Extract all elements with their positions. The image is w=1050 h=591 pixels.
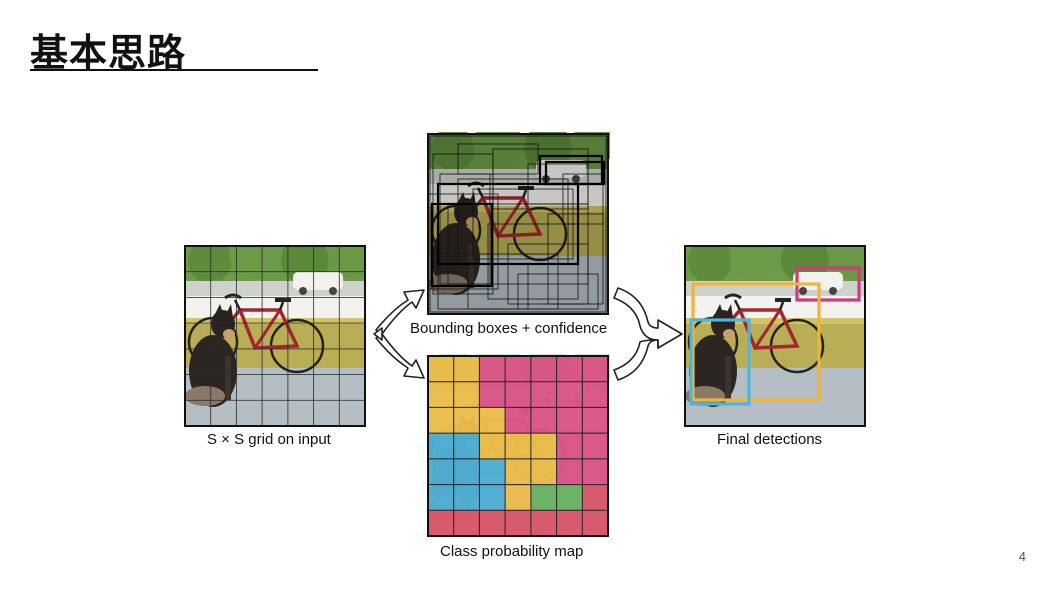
class-map-cell: [479, 407, 506, 434]
class-map-cell: [530, 381, 557, 408]
class-map-cell: [505, 484, 531, 511]
class-probability-caption: Class probability map: [440, 543, 584, 560]
class-map-cell: [556, 484, 583, 511]
page-number: 4: [1018, 549, 1026, 564]
bounding-boxes-caption: Bounding boxes + confidence: [410, 320, 608, 337]
class-map-cell: [530, 407, 557, 434]
class-map-cell: [530, 484, 557, 511]
class-map-cell: [582, 458, 608, 485]
class-map-cell: [582, 381, 608, 408]
class-map-cell: [582, 356, 608, 382]
class-map-cell: [505, 356, 531, 382]
class-probability-map: [426, 354, 610, 538]
class-map-cell: [530, 433, 557, 459]
class-map-cell: [453, 381, 480, 408]
class-map-cell: [505, 433, 531, 459]
class-map-cell: [428, 381, 454, 408]
class-map-cell: [453, 407, 480, 434]
class-map-cell: [428, 458, 454, 485]
class-map-cell: [479, 484, 506, 511]
class-map-cell: [428, 484, 454, 511]
input-grid-panel: [184, 245, 366, 427]
class-map-cell: [582, 484, 608, 511]
class-map-cell: [428, 407, 454, 434]
class-map-cell: [453, 510, 480, 536]
class-map-cell: [479, 356, 506, 382]
class-map-cell: [428, 356, 454, 382]
class-map-cell: [428, 510, 454, 536]
class-map-cell: [556, 510, 583, 536]
class-map-cell: [505, 458, 531, 485]
merge-arrow-icon: [613, 287, 683, 381]
class-map-cell: [556, 433, 583, 459]
class-map-cell: [428, 433, 454, 459]
class-map-cell: [530, 458, 557, 485]
class-map-cell: [479, 458, 506, 485]
class-map-cell: [453, 458, 480, 485]
class-map-cell: [505, 510, 531, 536]
class-map-cell: [479, 433, 506, 459]
final-detections-caption: Final detections: [717, 431, 823, 448]
class-map-cell: [453, 433, 480, 459]
class-map-cell: [530, 510, 557, 536]
input-grid-caption: S × S grid on input: [207, 431, 331, 448]
final-detections-image: [684, 245, 866, 427]
title-underline: [30, 69, 318, 71]
final-detections-panel: [684, 245, 866, 427]
class-map-cell: [479, 510, 506, 536]
class-map-cell: [582, 510, 608, 536]
class-map-cell: [453, 356, 480, 382]
class-map-cell: [582, 407, 608, 434]
class-map-cell: [582, 433, 608, 459]
class-map-cell: [479, 381, 506, 408]
input-grid-image: [184, 245, 366, 427]
class-map-cell: [505, 381, 531, 408]
class-map-cell: [556, 407, 583, 434]
bicycle-detection-box: [691, 282, 821, 402]
bounding-boxes-image: [426, 132, 610, 316]
bounding-boxes-panel: [426, 132, 610, 316]
class-map-cell: [556, 381, 583, 408]
slide-title: 基本思路: [30, 31, 187, 75]
class-map-cell: [556, 356, 583, 382]
class-map-cell: [556, 458, 583, 485]
class-probability-panel: [426, 354, 610, 538]
split-arrow-icon: [373, 289, 425, 379]
dog-detection-box: [689, 318, 751, 406]
class-map-cell: [530, 356, 557, 382]
class-map-cell: [453, 484, 480, 511]
class-map-cell: [505, 407, 531, 434]
